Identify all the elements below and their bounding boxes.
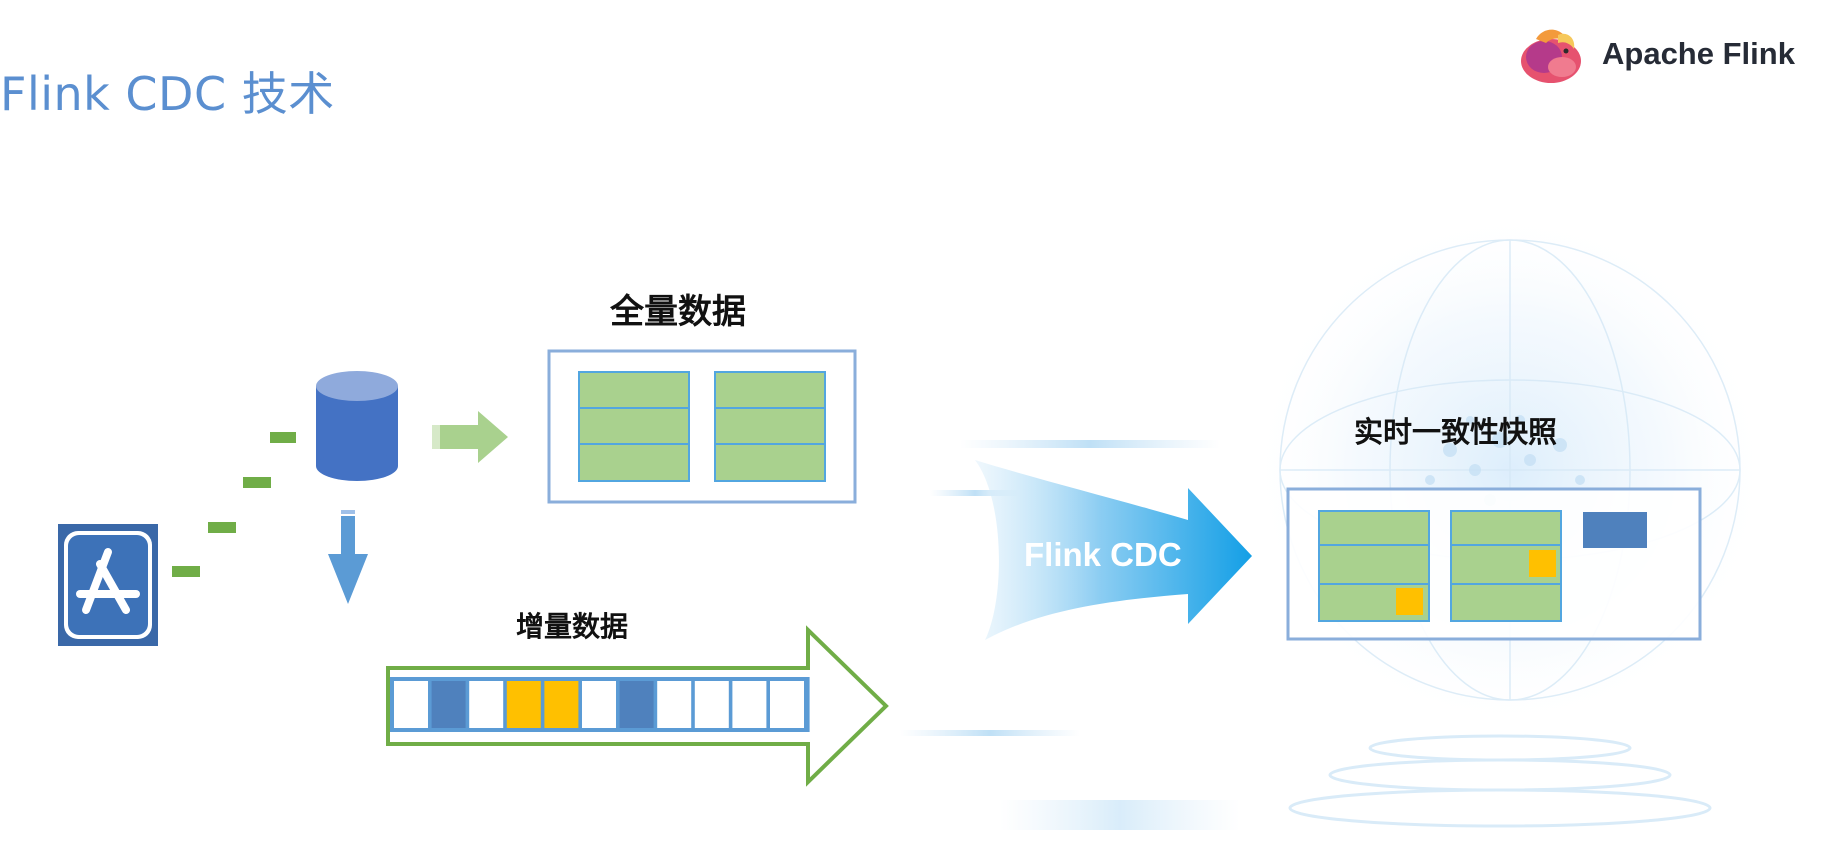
incremental-cell: [582, 681, 616, 728]
app-store-icon: [58, 524, 158, 646]
incremental-cell: [657, 681, 692, 728]
incremental-cell: [619, 681, 654, 728]
incremental-cell: [694, 681, 729, 728]
flink-cdc-arrow: [975, 460, 1252, 640]
incremental-cell: [732, 681, 767, 728]
snapshot-changed-cell: [1396, 588, 1423, 615]
database-cylinder-icon: [316, 371, 398, 481]
brand-name: Apache Flink: [1602, 36, 1795, 71]
slide-title: Flink CDC 技术: [0, 67, 335, 121]
snapshot-changed-cell: [1529, 550, 1556, 577]
full-data-box: [547, 349, 857, 504]
flink-cdc-label: Flink CDC: [1024, 536, 1182, 573]
incremental-cells: [390, 677, 810, 732]
snapshot-label: 实时一致性快照: [1354, 415, 1558, 449]
incremental-cell: [544, 681, 579, 728]
snapshot-box: [1286, 487, 1702, 641]
incremental-cell: [506, 681, 541, 728]
app-to-db-dashes: [172, 432, 296, 577]
db-to-incremental-arrow: [328, 510, 368, 604]
incremental-cell: [431, 681, 466, 728]
incremental-cell: [394, 681, 428, 728]
incremental-data-label: 增量数据: [516, 610, 629, 643]
full-data-label: 全量数据: [610, 292, 746, 332]
snapshot-new-cell: [1583, 512, 1647, 548]
db-to-full-arrow: [432, 411, 508, 463]
squirrel-icon: [1521, 29, 1581, 83]
brand: Apache Flink: [1518, 14, 1795, 94]
incremental-cell: [469, 681, 504, 728]
incremental-cell: [770, 681, 804, 728]
